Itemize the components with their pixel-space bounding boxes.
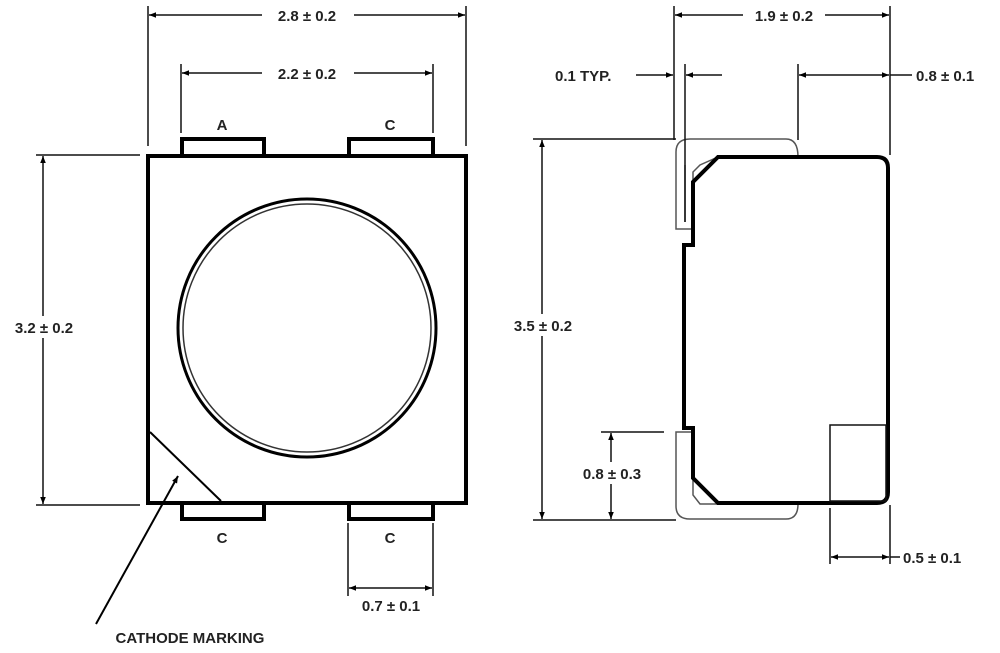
svg-text:3.2 ± 0.2: 3.2 ± 0.2 bbox=[15, 320, 73, 337]
dim-side-height: 3.5 ± 0.2 bbox=[502, 138, 676, 521]
lens-outer bbox=[176, 197, 438, 459]
bottom-contact bbox=[829, 424, 887, 502]
cathode-arrow bbox=[95, 475, 179, 625]
svg-text:1.9 ± 0.2: 1.9 ± 0.2 bbox=[755, 8, 813, 25]
pad-label-bottom-right: C bbox=[385, 530, 396, 547]
package-body bbox=[146, 154, 468, 505]
dim-pad-width: 0.7 ± 0.1 bbox=[347, 523, 434, 615]
dim-width-pads: 2.2 ± 0.2 bbox=[180, 63, 434, 133]
top-view: A C C C CATHODE MARKING 2.8 ± 0.2 2.2 ± … bbox=[2, 5, 468, 647]
svg-text:0.7 ± 0.1: 0.7 ± 0.1 bbox=[362, 598, 420, 615]
pad-label-top-left: A bbox=[217, 117, 228, 134]
dim-lead-height: 0.8 ± 0.3 bbox=[572, 431, 664, 519]
svg-text:0.8 ± 0.3: 0.8 ± 0.3 bbox=[583, 466, 641, 483]
dim-width-outer: 2.8 ± 0.2 bbox=[147, 5, 467, 146]
dim-lead-thickness: 0.1 TYP. bbox=[555, 64, 722, 222]
svg-text:3.5 ± 0.2: 3.5 ± 0.2 bbox=[514, 318, 572, 335]
pad-label-bottom-left: C bbox=[217, 530, 228, 547]
side-body bbox=[682, 155, 890, 505]
svg-text:2.8 ± 0.2: 2.8 ± 0.2 bbox=[278, 8, 336, 25]
dim-height: 3.2 ± 0.2 bbox=[2, 154, 140, 506]
dim-bottom-pad: 0.5 ± 0.1 bbox=[829, 505, 961, 567]
svg-text:0.8 ± 0.1: 0.8 ± 0.1 bbox=[916, 68, 974, 85]
dim-top-lead: 0.8 ± 0.1 bbox=[797, 64, 974, 140]
svg-text:2.2 ± 0.2: 2.2 ± 0.2 bbox=[278, 66, 336, 83]
svg-text:0.1 TYP.: 0.1 TYP. bbox=[555, 68, 611, 85]
side-view: 1.9 ± 0.2 0.1 TYP. 0.8 ± 0.1 3.5 ± 0.2 bbox=[502, 5, 974, 567]
svg-text:0.5 ± 0.1: 0.5 ± 0.1 bbox=[903, 550, 961, 567]
lens-inner bbox=[182, 203, 432, 453]
pad-label-top-right: C bbox=[385, 117, 396, 134]
cathode-mark bbox=[149, 431, 222, 502]
dim-side-width: 1.9 ± 0.2 bbox=[673, 5, 891, 155]
cathode-marking-label: CATHODE MARKING bbox=[116, 630, 265, 647]
